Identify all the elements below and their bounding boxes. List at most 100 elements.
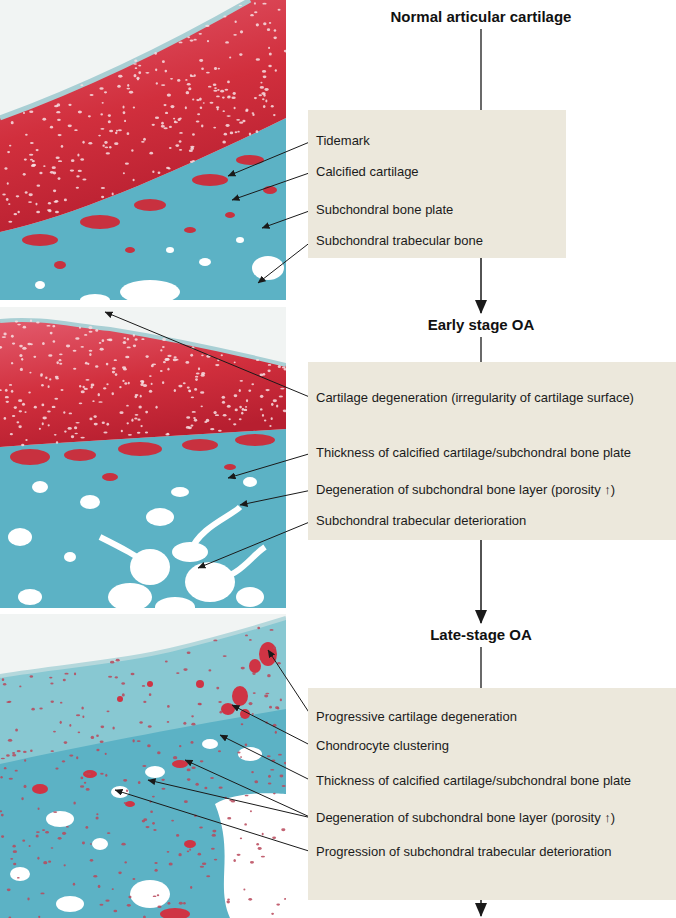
cell-dot: [89, 418, 92, 421]
cell-dot: [284, 50, 286, 53]
cell-dot: [218, 430, 222, 432]
cell-dot: [225, 89, 229, 91]
cell-dot: [71, 435, 74, 438]
cell-dot: [118, 75, 122, 78]
cell-dot: [176, 672, 179, 674]
cell-dot: [213, 411, 216, 414]
cell-dot: [223, 655, 227, 657]
cell-dot: [203, 102, 205, 104]
cell-dot: [42, 829, 45, 831]
cell-dot: [215, 364, 219, 366]
cell-dot: [98, 885, 101, 888]
cell-dot: [112, 392, 114, 395]
cell-dot: [239, 418, 242, 420]
cell-dot: [145, 72, 149, 74]
cell-dot: [137, 740, 141, 742]
cell-dot: [5, 389, 8, 392]
cell-dot: [236, 119, 240, 121]
cell-dot: [23, 751, 27, 753]
cell-dot: [64, 673, 68, 675]
cell-dot: [2, 678, 5, 681]
cell-dot: [122, 366, 126, 369]
cell-dot: [174, 121, 178, 123]
cell-dot: [141, 141, 145, 143]
cell-dot: [87, 773, 91, 775]
cell-dot: [191, 766, 195, 769]
cell-dot: [82, 842, 85, 845]
cell-dot: [102, 422, 105, 424]
cell-dot: [167, 94, 171, 97]
cell-dot: [45, 376, 47, 379]
cell-dot: [151, 364, 154, 367]
cell-dot: [225, 41, 229, 43]
cell-dot: [135, 67, 138, 69]
cell-dot: [170, 105, 174, 108]
cell-dot: [119, 386, 121, 388]
cell-dot: [115, 132, 117, 134]
cell-dot: [12, 342, 15, 344]
cell-dot: [12, 752, 15, 754]
cell-dot: [240, 30, 243, 33]
cell-dot: [273, 114, 276, 116]
cell-dot: [142, 765, 146, 767]
cell-dot: [196, 120, 200, 122]
cell-dot: [109, 146, 111, 148]
cell-dot: [94, 423, 98, 426]
cell-dot: [189, 849, 191, 851]
cell-dot: [282, 367, 286, 369]
cell-dot: [269, 22, 271, 24]
cell-dot: [252, 113, 254, 116]
cell-dot: [136, 77, 139, 80]
cell-dot: [278, 754, 282, 756]
cell-dot: [165, 358, 169, 360]
cell-dot: [124, 120, 126, 122]
cell-dot: [261, 92, 265, 95]
cell-dot: [265, 99, 267, 102]
cell-dot: [278, 9, 281, 11]
cell-dot: [218, 750, 221, 752]
cell-dot: [250, 810, 252, 812]
cell-dot: [53, 190, 56, 193]
cell-dot: [261, 856, 265, 858]
cell-dot: [198, 367, 200, 370]
cell-dot: [18, 425, 21, 428]
cell-dot: [43, 165, 45, 167]
cell-dot: [280, 388, 284, 390]
cell-dot: [198, 853, 201, 856]
cell-dot: [245, 108, 248, 111]
cell-dot: [50, 332, 53, 335]
cell-dot: [57, 119, 61, 121]
cell-dot: [51, 750, 54, 752]
cell-dot: [240, 756, 242, 758]
cell-dot: [81, 706, 83, 709]
cell-dot: [210, 428, 214, 430]
cell-dot: [268, 775, 271, 778]
cell-dot: [145, 355, 148, 358]
cell-dot: [257, 627, 260, 630]
cell-dot: [22, 347, 26, 350]
cell-dot: [49, 378, 51, 380]
cell-dot: [64, 430, 67, 432]
cell-dot: [81, 390, 85, 393]
cell-dot: [162, 338, 166, 341]
cell-dot: [121, 430, 123, 433]
cell-dot: [76, 714, 80, 716]
cell-dot: [179, 42, 183, 44]
cell-dot: [264, 420, 266, 422]
cell-dot: [212, 830, 216, 833]
cell-dot: [108, 114, 111, 117]
cell-dot: [162, 346, 165, 348]
cell-dot: [66, 826, 69, 828]
cell-dot: [219, 787, 223, 789]
leader-line: [220, 735, 312, 781]
early-oa-micrograph: [0, 307, 286, 608]
cell-dot: [74, 129, 77, 131]
cell-dot: [80, 84, 83, 86]
cell-dot: [4, 767, 7, 769]
cell-dot: [142, 685, 145, 687]
cell-dot: [165, 70, 168, 73]
cell-dot: [17, 324, 21, 326]
cell-dot: [28, 391, 31, 393]
cell-dot: [170, 78, 173, 80]
cell-dot: [251, 383, 254, 385]
